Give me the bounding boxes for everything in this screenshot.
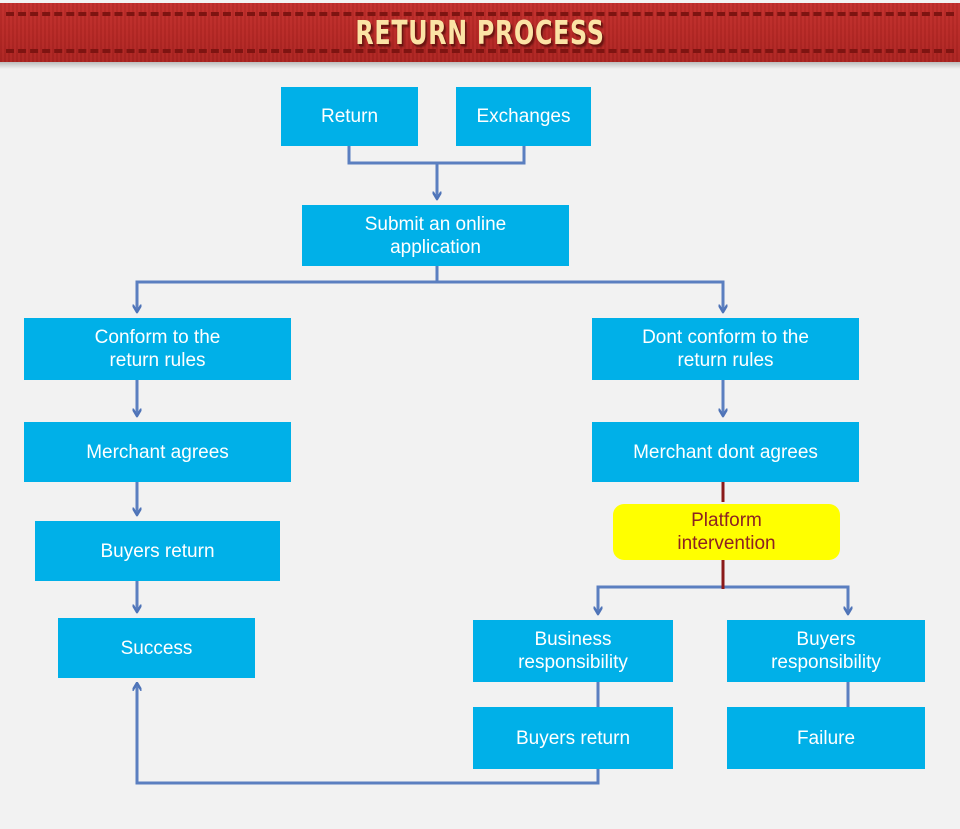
node-success[interactable]: Success [58,618,255,678]
node-business-responsibility[interactable]: Business responsibility [473,620,673,682]
node-buyers-return-right[interactable]: Buyers return [473,707,673,769]
edge-platform-to-business-responsibility [598,560,725,614]
header-banner: RETURN PROCESS [0,0,960,62]
edge-submit-to-conform [137,266,439,312]
node-submit-online-application[interactable]: Submit an online application [302,205,569,266]
banner-dash-top [6,12,954,16]
banner-drop-shadow [0,62,960,69]
page-title: RETURN PROCESS [355,13,605,52]
edge-platform-to-buyers-responsibility [723,585,848,614]
banner-dash-bottom [6,49,954,53]
node-platform-intervention[interactable]: Platform intervention [613,504,840,560]
flow-canvas: Return Exchanges Submit an online applic… [0,62,960,829]
node-dont-conform-to-return-rules[interactable]: Dont conform to the return rules [592,318,859,380]
node-merchant-dont-agrees[interactable]: Merchant dont agrees [592,422,859,482]
node-buyers-responsibility[interactable]: Buyers responsibility [727,620,925,682]
node-merchant-agrees[interactable]: Merchant agrees [24,422,291,482]
node-return[interactable]: Return [281,87,418,146]
edge-submit-to-dont-conform [437,280,723,312]
edge-return-exchanges-merge [347,146,526,165]
node-failure[interactable]: Failure [727,707,925,769]
node-conform-to-return-rules[interactable]: Conform to the return rules [24,318,291,380]
connector-layer [0,146,960,785]
node-buyers-return-left[interactable]: Buyers return [35,521,280,581]
node-exchanges[interactable]: Exchanges [456,87,591,146]
edge-feedback-to-success [137,683,600,785]
